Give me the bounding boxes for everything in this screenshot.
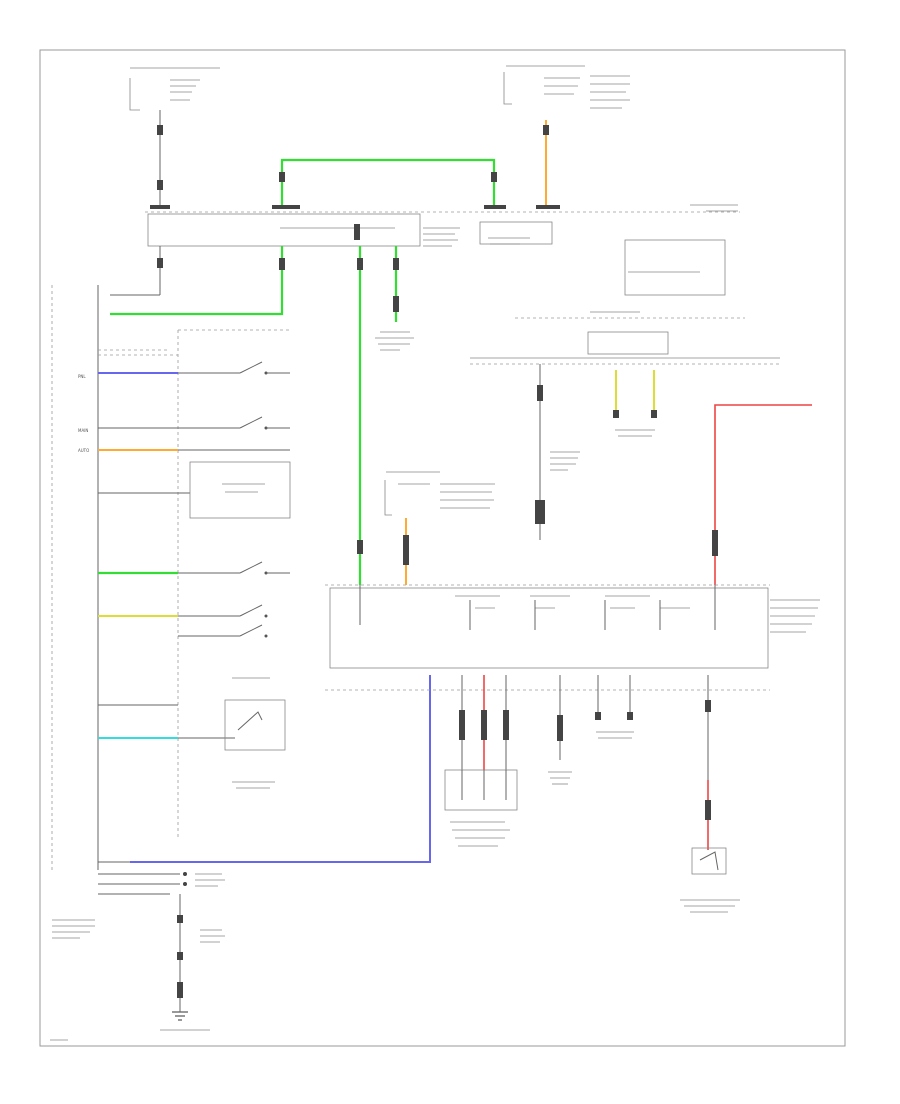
control-unit — [325, 584, 820, 691]
label-auto: AUTO — [78, 448, 89, 453]
top-left-fuse-block — [129, 67, 220, 205]
diagram-frame — [39, 49, 846, 1047]
right-upper-modules — [470, 239, 780, 540]
bus-connectors — [150, 205, 560, 240]
label-main: MAIN — [78, 428, 88, 433]
label-pnl: PNL — [78, 374, 86, 379]
left-harness — [51, 285, 290, 870]
top-right-fuse-block — [503, 65, 630, 205]
blue-wire-bottom — [130, 675, 431, 863]
ground-symbol-left — [172, 1011, 188, 1021]
red-wire-right — [714, 404, 812, 585]
main-junction-block — [145, 204, 740, 247]
green-wire-loop — [280, 158, 496, 205]
switch-group — [189, 361, 291, 789]
control-unit-outputs — [444, 675, 740, 913]
control-unit-internals — [359, 585, 716, 630]
